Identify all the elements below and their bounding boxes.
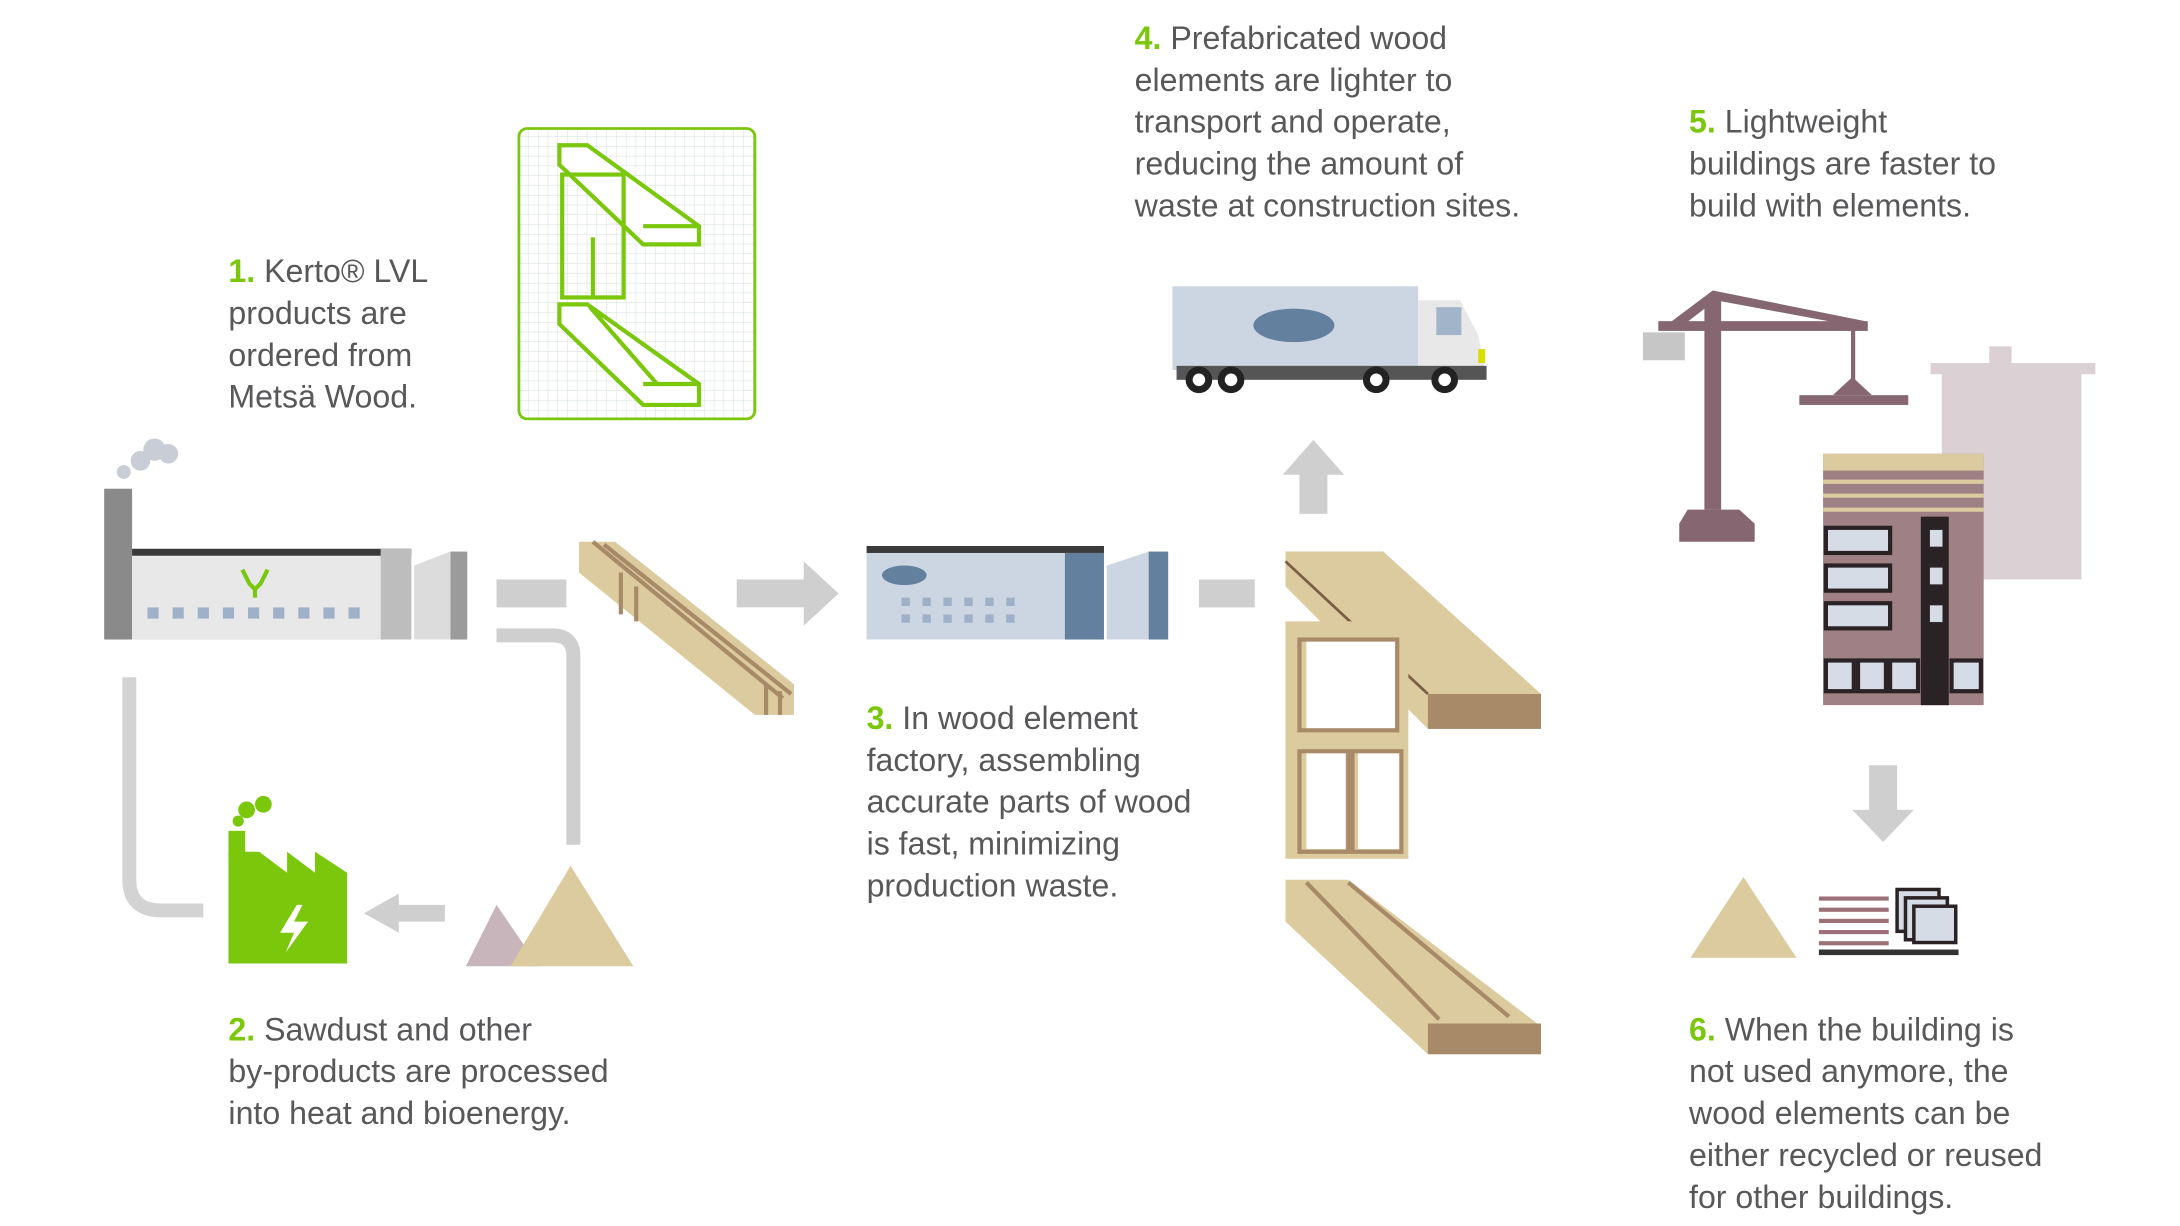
kerto-element-icon bbox=[517, 127, 757, 421]
building-icon bbox=[1823, 346, 2096, 706]
lvl-beams-icon bbox=[578, 540, 794, 715]
recycle-materials-icon bbox=[1690, 876, 1959, 958]
lvl-mill-icon bbox=[104, 438, 468, 640]
flow-arrows bbox=[122, 439, 1914, 933]
step-number: 5. bbox=[1689, 104, 1716, 140]
arrow-left-icon bbox=[363, 893, 445, 933]
arrow-down-icon bbox=[1852, 765, 1914, 843]
step-number: 3. bbox=[867, 700, 894, 736]
step-number: 2. bbox=[228, 1011, 255, 1047]
step-number: 6. bbox=[1689, 1011, 1716, 1047]
sawdust-icon bbox=[465, 865, 634, 967]
truck-icon bbox=[1172, 286, 1487, 394]
wood-elements-icon bbox=[1284, 551, 1542, 1055]
step-number: 1. bbox=[228, 253, 255, 289]
step-number: 4. bbox=[1135, 20, 1162, 56]
arrow-up-icon bbox=[1282, 439, 1345, 514]
bioenergy-plant-icon bbox=[228, 795, 348, 964]
arrow-right-icon bbox=[736, 561, 839, 626]
crane-icon bbox=[1642, 290, 1909, 542]
element-factory-icon bbox=[866, 545, 1169, 640]
